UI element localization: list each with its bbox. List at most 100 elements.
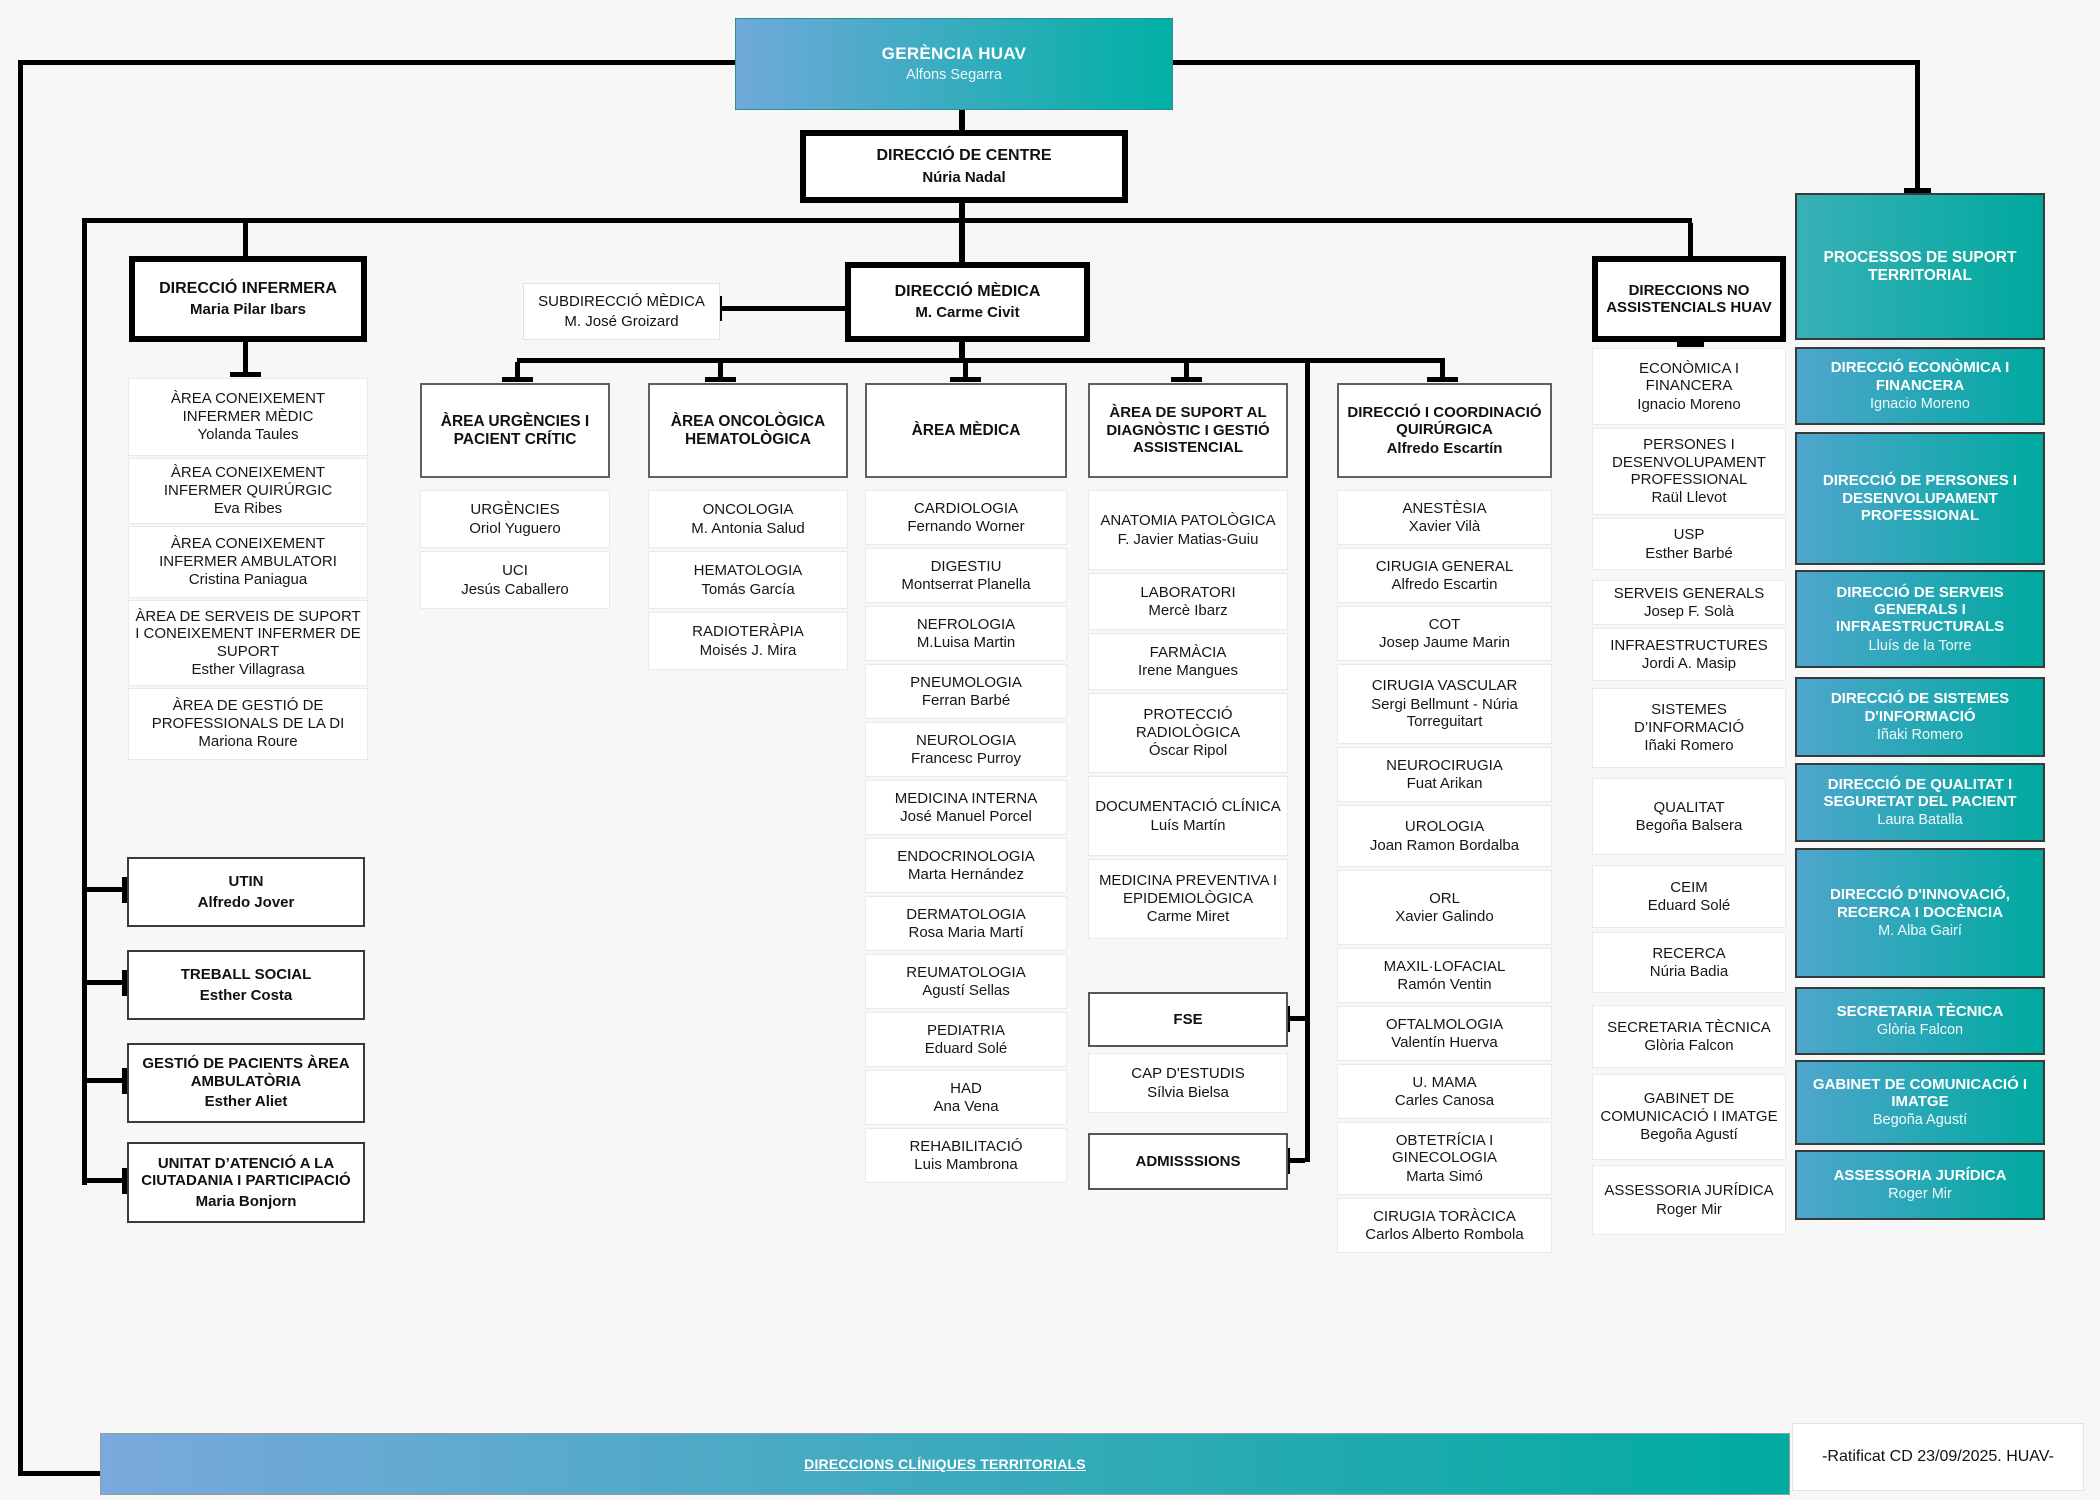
unit-person: Agustí Sellas	[922, 982, 1010, 999]
unit-title: ANESTÈSIA	[1402, 499, 1487, 517]
connector-line	[959, 203, 965, 262]
connector-cap	[122, 1068, 127, 1094]
unit-title: ÀREA ONCOLÒGICA HEMATOLÒGICA	[670, 412, 826, 448]
connector-line	[1184, 362, 1189, 382]
unit-person: Oriol Yuguero	[469, 519, 561, 537]
unit-title: PEDIATRIA	[926, 1021, 1006, 1039]
unit-title: UTIN	[228, 873, 264, 891]
unit-person: Núria Nadal	[922, 168, 1006, 186]
unit-person: Esther Barbé	[1645, 544, 1733, 562]
unit-title: DIRECCIÓ I COORDINACIÓ QUIRÚRGICA	[1347, 403, 1542, 439]
unit-person: Luis Mambrona	[914, 1156, 1018, 1173]
area-oncologica-header: ÀREA ONCOLÒGICA HEMATOLÒGICA	[648, 383, 848, 478]
unit-title: DIRECCIÓ MÈDICA	[894, 282, 1041, 300]
unit-title: SUBDIRECCIÓ MÈDICA	[538, 292, 705, 310]
unit-person: Alfredo Escartín	[1386, 439, 1503, 457]
connector-cap	[230, 372, 261, 377]
connector-cap	[1677, 342, 1704, 347]
unit-title: RADIOTERÀPIA	[692, 623, 804, 641]
unit-person: Marta Simó	[1406, 1167, 1483, 1185]
unit-person: Óscar Ripol	[1148, 742, 1228, 760]
unit-title: COT	[1428, 615, 1461, 633]
unit-title: ÀREA MÈDICA	[911, 421, 1021, 439]
unit-title: PERSONES I DESENVOLUPAMENT PROFESSIONAL	[1612, 436, 1766, 488]
connector-line	[515, 362, 520, 382]
unit-title: ASSESSORIA JURÍDICA	[1604, 1182, 1774, 1200]
connector-cap	[950, 377, 981, 382]
unit-title: ORL	[1429, 889, 1460, 907]
unit-person: Eduard Solé	[1647, 897, 1731, 914]
unit-person: Alfredo Escartin	[1391, 576, 1498, 593]
unit-person: Luís Martín	[1150, 816, 1226, 834]
connector-line	[1440, 362, 1445, 382]
unit-title: FARMÀCIA	[1149, 643, 1227, 661]
connector-line	[1288, 1158, 1305, 1163]
unit-title: MAXIL·LOFACIAL	[1383, 957, 1506, 975]
connector-line	[1173, 60, 1920, 65]
unit-title: ENDOCRINOLOGIA	[897, 847, 1035, 865]
area-urgencies-header: ÀREA URGÈNCIES I PACIENT CRÍTIC	[420, 383, 610, 478]
utin-box: UTIN Alfredo Jover	[127, 857, 365, 927]
unit-person: Ramón Ventin	[1397, 976, 1492, 993]
unit-person: Jordi A. Masip	[1641, 655, 1737, 672]
unitat-atencio-ciutadania-box: UNITAT D’ATENCIÓ A LA CIUTADANIA I PARTI…	[127, 1142, 365, 1223]
direccio-infermera-box: DIRECCIÓ INFERMERA Maria Pilar Ibars	[129, 256, 367, 342]
unit-title: USP	[1673, 526, 1705, 544]
unit-title: DIRECCIÓ DE SERVEIS GENERALS I INFRAESTR…	[1835, 583, 2005, 636]
unit-person: Roger Mir	[1888, 1186, 1952, 1203]
connector-cap	[1904, 188, 1931, 193]
unit-title: SISTEMES D’INFORMACIÓ	[1634, 701, 1744, 736]
unit-person: José Manuel Porcel	[900, 808, 1032, 825]
unit-title: QUALITAT	[1653, 798, 1725, 816]
unit-person: Ana Vena	[933, 1098, 999, 1115]
direccions-cliniques-territorials-bar: DIRECCIONS CLÍNIQUES TERRITORIALS	[100, 1433, 1790, 1495]
unit-title: ÀREA DE SUPORT AL DIAGNÒSTIC I GESTIÓ AS…	[1106, 404, 1270, 457]
connector-cap	[1427, 377, 1458, 382]
unit-person: Mercè Ibarz	[1148, 602, 1228, 619]
connector-line	[517, 358, 1445, 363]
org-unit-box: DIRECCIÓ DE PERSONES I DESENVOLUPAMENT P…	[1795, 432, 2045, 565]
unit-person: Ignacio Moreno	[1870, 395, 1970, 412]
unit-title: UROLOGIA	[1404, 818, 1485, 836]
unit-person: Marta Hernández	[908, 866, 1024, 883]
area-medica-header: ÀREA MÈDICA	[865, 383, 1067, 478]
unit-person: Maria Bonjorn	[195, 1192, 297, 1210]
unit-title: SERVEIS GENERALS	[1613, 584, 1765, 602]
unit-person: Yolanda Taules	[197, 426, 299, 444]
connector-line	[1288, 1016, 1305, 1021]
unit-title: CIRUGIA GENERAL	[1375, 557, 1514, 575]
unit-person: Carlos Alberto Rombola	[1365, 1226, 1524, 1243]
unit-title: GERÈNCIA HUAV	[881, 44, 1027, 64]
direccions-no-assistencials-box: DIRECCIONS NO ASSISTENCIALS HUAV	[1592, 256, 1786, 342]
unit-person: Alfredo Jover	[197, 893, 295, 911]
connector-line	[1915, 60, 1920, 193]
subdireccio-medica-box: SUBDIRECCIÓ MÈDICA M. José Groizard	[523, 283, 720, 340]
unit-title: ÀREA DE SERVEIS DE SUPORT I CONEIXEMENT …	[135, 607, 361, 660]
unit-person: Xavier Galindo	[1395, 908, 1494, 925]
connector-line	[718, 362, 723, 382]
unit-title: CEIM	[1670, 878, 1708, 896]
